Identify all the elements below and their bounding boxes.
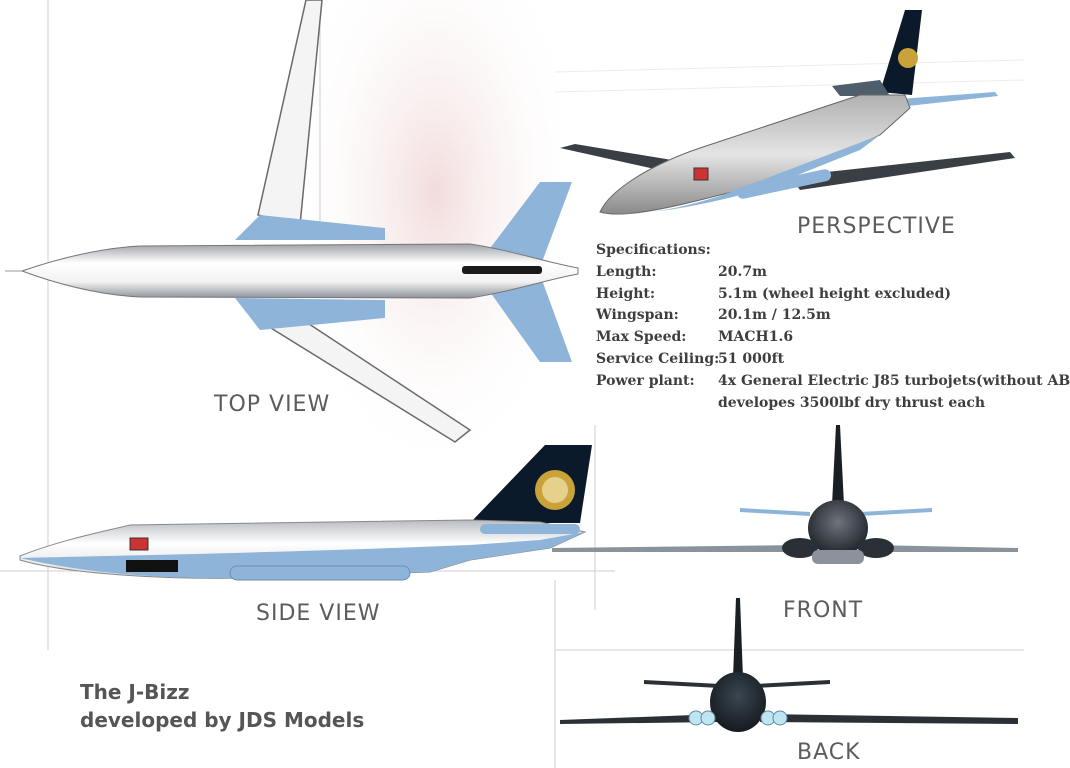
front-view-belly [812,550,864,564]
spec-key: Service Ceiling: [596,350,720,367]
spec-row-wingspan: Wingspan: 20.1m / 12.5m [596,305,831,327]
spec-key: Wingspan: [596,307,679,324]
perspective-stabilizer-right [885,92,998,108]
spec-key: Length: [596,263,657,280]
specifications-heading: Specifications: [596,242,711,258]
spec-row-service-ceiling: Service Ceiling: 51 000ft [596,349,784,371]
perspective-fuselage [599,94,911,215]
aircraft-views-canvas [0,0,1025,768]
spec-key: Power plant: [596,372,695,389]
perspective-stabilizer-left [832,80,890,96]
credits-block: The J-Bizz developed by JDS Models [80,678,364,734]
top-view-wing-root-upper [235,215,385,240]
back-view-tail-fin [733,598,743,678]
side-view-aircraft [19,445,592,581]
specifications-block: Specifications: Length: 20.7m Height: 5.… [596,240,1070,415]
spec-row-max-speed: Max Speed: MACH1.6 [596,327,793,349]
spec-row-power-plant-continued: developes 3500lbf dry thrust each [596,393,985,415]
perspective-logo-badge [693,167,709,181]
front-view-fuselage [808,500,868,556]
front-view-engine-right [858,538,894,558]
front-view-tail-fin [832,425,844,505]
top-view-tail-lower [485,280,572,362]
spec-value: 5.1m (wheel height excluded) [718,285,952,302]
front-view-stabilizer-left [740,508,810,516]
back-view-aircraft [560,598,1018,732]
front-view-aircraft [552,425,1018,564]
spec-value: 4x General Electric J85 turbojets(withou… [718,372,1070,389]
spec-value: 51 000ft [718,350,785,367]
back-view-exhaust-4 [772,710,788,726]
back-view-stabilizer-right [756,680,830,688]
side-view-label: SIDE VIEW [256,601,381,626]
spec-value: developes 3500lbf dry thrust each [718,394,986,411]
front-view-engine-left [782,538,818,558]
front-view-wing-left [552,545,800,552]
top-view-tail-upper [485,182,572,262]
side-view-intake [126,560,178,572]
developer-credit: developed by JDS Models [80,708,365,732]
perspective-wing-right [790,152,1015,190]
spec-value: 20.1m / 12.5m [718,307,831,324]
back-view-wing-right [760,714,1018,724]
top-view-wing-root-lower [235,298,385,330]
back-view-label: BACK [797,740,861,765]
top-view-fuselage [20,243,579,299]
side-view-engine-nacelle [229,565,411,581]
perspective-aircraft [560,10,1015,215]
spec-key: Height: [596,285,656,302]
back-view-fuselage [710,672,766,732]
side-view-logo-badge [129,537,149,551]
back-view-stabilizer-left [644,680,720,688]
top-view-aircraft [5,0,579,443]
model-name: The J-Bizz [80,680,190,704]
front-view-stabilizer-right [860,508,932,516]
perspective-tail-emblem-icon [898,48,918,68]
spec-row-height: Height: 5.1m (wheel height excluded) [596,284,951,306]
front-view-wing-right [870,545,1018,552]
spec-key: Max Speed: [596,329,687,346]
front-view-label: FRONT [783,598,864,623]
tail-emblem-inner [542,477,568,503]
perspective-label: PERSPECTIVE [797,214,956,239]
back-view-wing-left [560,714,720,724]
spec-row-length: Length: 20.7m [596,262,767,284]
spec-value: MACH1.6 [718,329,794,346]
perspective-engine [736,169,832,199]
spec-value: 20.7m [718,263,767,280]
spec-row-power-plant: Power plant: 4x General Electric J85 tur… [596,371,1070,393]
top-view-label: TOP VIEW [214,392,331,417]
back-view-exhaust-2 [700,710,716,726]
top-view-engine-intake [462,266,542,274]
side-view-stabilizer [480,524,580,534]
